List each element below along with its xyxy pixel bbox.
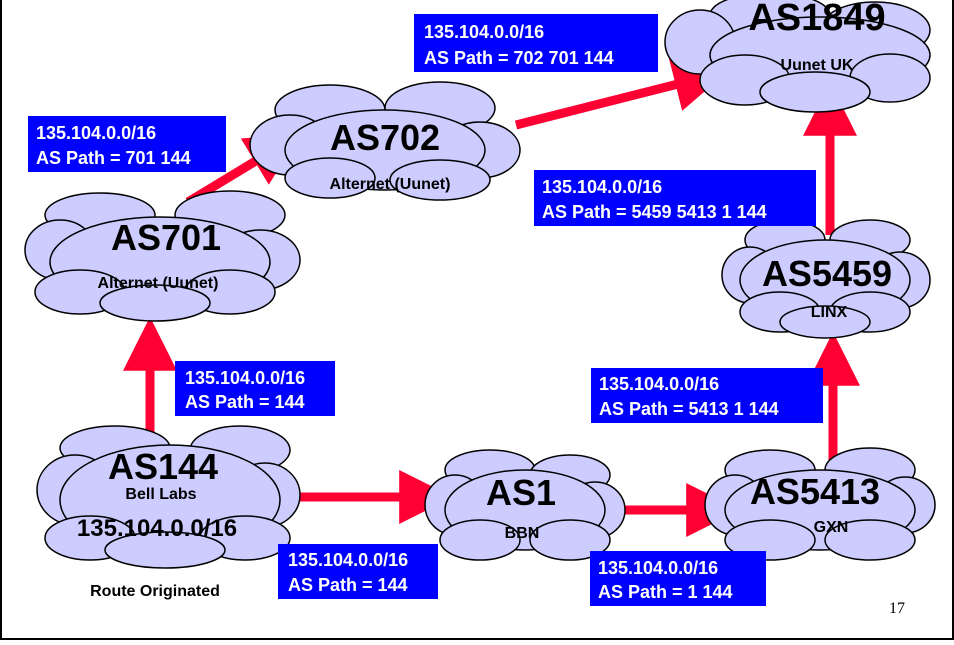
svg-text:AS Path = 144: AS Path = 144 — [185, 392, 305, 412]
svg-text:135.104.0.0/16: 135.104.0.0/16 — [542, 177, 662, 197]
svg-text:AS Path = 5413 1 144: AS Path = 5413 1 144 — [599, 399, 779, 419]
cloud-as5459 — [721, 219, 931, 339]
svg-text:135.104.0.0/16: 135.104.0.0/16 — [288, 550, 408, 570]
svg-text:AS Path = 1 144: AS Path = 1 144 — [598, 582, 733, 602]
svg-text:135.104.0.0/16: 135.104.0.0/16 — [185, 368, 305, 388]
as144-org: Bell Labs — [125, 486, 196, 503]
as1-name: AS1 — [486, 472, 556, 513]
as1849-name: AS1849 — [748, 0, 885, 39]
label-to-as5413-from-1: 135.104.0.0/16 AS Path = 1 144 — [590, 551, 766, 606]
svg-text:AS Path = 5459 5413 1 144: AS Path = 5459 5413 1 144 — [542, 202, 767, 222]
as1-org: BBN — [505, 525, 540, 542]
label-to-as701-from-144: 135.104.0.0/16 AS Path = 144 — [175, 361, 335, 416]
cloud-as144 — [36, 425, 301, 569]
svg-text:135.104.0.0/16: 135.104.0.0/16 — [599, 374, 719, 394]
label-to-as5459-from-5413: 135.104.0.0/16 AS Path = 5413 1 144 — [591, 368, 823, 423]
cloud-as702 — [249, 81, 521, 201]
route-originated-label: Route Originated — [90, 583, 220, 600]
as701-org: Alternet (Uunet) — [98, 275, 219, 292]
cloud-as1849 — [664, 0, 931, 113]
label-to-as1-from-144: 135.104.0.0/16 AS Path = 144 — [278, 544, 438, 599]
as5459-name: AS5459 — [762, 253, 892, 294]
svg-text:AS Path = 144: AS Path = 144 — [288, 575, 408, 595]
cloud-as1 — [424, 449, 626, 561]
as144-name: AS144 — [108, 446, 218, 487]
as1849-org: Uunet UK — [781, 57, 854, 74]
as701-name: AS701 — [111, 217, 221, 258]
svg-text:135.104.0.0/16: 135.104.0.0/16 — [424, 22, 544, 42]
label-to-as1849-from-702: 135.104.0.0/16 AS Path = 702 701 144 — [414, 14, 658, 72]
svg-text:AS Path = 702 701 144: AS Path = 702 701 144 — [424, 48, 614, 68]
as144-prefix: 135.104.0.0/16 — [77, 515, 237, 542]
svg-text:AS Path = 701 144: AS Path = 701 144 — [36, 148, 191, 168]
page-number: 17 — [889, 600, 905, 617]
cloud-texts: AS1849 Uunet UK AS702 Alternet (Uunet) A… — [77, 0, 892, 600]
cloud-as5413 — [704, 447, 936, 561]
cloud-as701 — [24, 190, 301, 322]
as5413-org: GXN — [814, 519, 849, 536]
as5413-name: AS5413 — [750, 471, 880, 512]
arrow-as702-to-as1849 — [514, 58, 728, 130]
as5459-org: LINX — [811, 304, 848, 321]
label-to-as702-from-701: 135.104.0.0/16 AS Path = 701 144 — [28, 116, 226, 172]
svg-text:135.104.0.0/16: 135.104.0.0/16 — [36, 123, 156, 143]
clouds — [24, 0, 936, 569]
label-to-as1849-from-5459: 135.104.0.0/16 AS Path = 5459 5413 1 144 — [534, 170, 816, 226]
as702-name: AS702 — [330, 117, 440, 158]
path-labels: 135.104.0.0/16 AS Path = 702 701 144 135… — [28, 14, 823, 606]
as702-org: Alternet (Uunet) — [330, 176, 451, 193]
svg-text:135.104.0.0/16: 135.104.0.0/16 — [598, 558, 718, 578]
